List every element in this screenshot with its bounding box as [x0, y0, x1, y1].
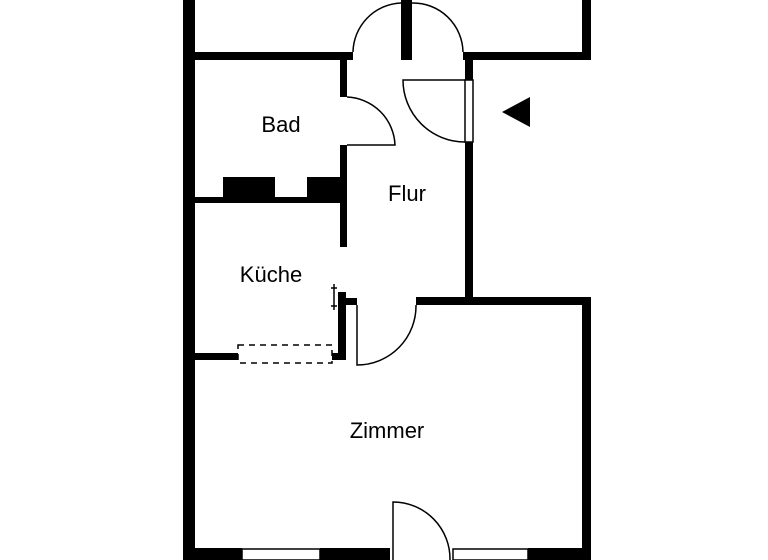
doors	[331, 2, 474, 560]
kueche-fixture	[331, 284, 337, 310]
kitchen-counter-dashed	[237, 344, 333, 364]
room-label-kueche: Küche	[240, 262, 302, 287]
windows	[237, 344, 529, 560]
door-leaf	[464, 79, 474, 143]
wall-bad-flur-upper	[340, 60, 347, 97]
wall-bottom	[195, 548, 242, 560]
wall-bottom	[320, 548, 390, 560]
wall-stub	[346, 298, 357, 305]
walls	[183, 0, 591, 560]
bad-fixture	[223, 177, 275, 198]
wall-bottom	[528, 548, 591, 560]
bad-door	[346, 96, 396, 146]
wall-kueche-bottom	[195, 353, 238, 360]
entry-door-left-swing	[352, 2, 402, 53]
wall-bad-flur-lower	[340, 145, 347, 247]
room-label-zimmer: Zimmer	[350, 418, 425, 443]
wall-zimmer-top	[416, 297, 591, 305]
balcony-door	[392, 501, 451, 560]
zimmer-door	[356, 304, 417, 366]
wall-flur-right	[465, 60, 473, 305]
wall-left-outer	[183, 0, 195, 560]
window	[241, 548, 321, 560]
door-mullion	[401, 0, 412, 60]
wall-bad-kueche	[195, 197, 345, 203]
wall-top-right	[463, 52, 591, 60]
wall-top-left	[183, 52, 353, 60]
entry-door-right-swing	[411, 2, 464, 53]
wall-right-lower	[582, 297, 591, 560]
window	[452, 548, 529, 560]
flur-door	[402, 79, 466, 143]
room-label-bad: Bad	[261, 112, 300, 137]
wall-right-upper	[582, 0, 591, 60]
entrance-arrow-icon	[502, 97, 530, 127]
bad-fixture	[307, 177, 341, 198]
room-label-flur: Flur	[388, 181, 426, 206]
wall-stub	[332, 353, 340, 360]
wall-kueche-right	[338, 292, 346, 360]
